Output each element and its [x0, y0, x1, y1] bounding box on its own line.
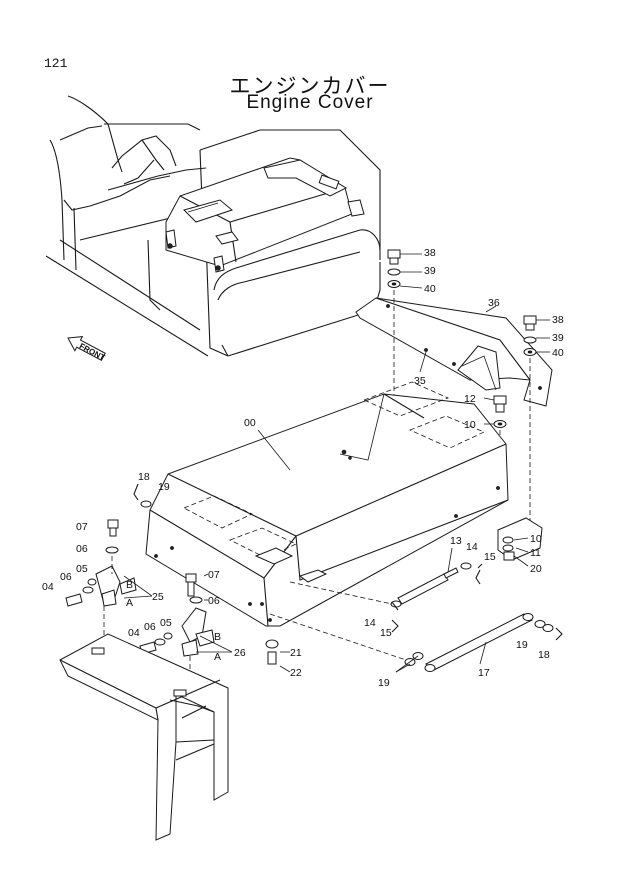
clips-18-19 — [133, 483, 563, 641]
bolt-38-washers-left — [387, 249, 401, 420]
support-frame — [59, 633, 229, 841]
page-number: 121 — [44, 56, 68, 71]
callout-19: 19 — [158, 481, 170, 493]
callout-38: 38 — [424, 247, 436, 259]
callout-18: 18 — [138, 471, 150, 483]
callout-21: 21 — [290, 647, 302, 659]
callout-15: 15 — [380, 627, 392, 639]
machine-body-drawing — [45, 95, 381, 357]
title-english: Engine Cover — [246, 92, 374, 113]
callout-06: 06 — [144, 621, 156, 633]
callout-00: 00 — [244, 417, 256, 429]
callout-A: A — [126, 597, 133, 609]
callout-06: 06 — [76, 543, 88, 555]
callout-26: 26 — [234, 647, 246, 659]
stay-rod-17 — [269, 613, 554, 672]
callout-A: A — [214, 651, 221, 663]
callout-17: 17 — [478, 667, 490, 679]
callout-20: 20 — [530, 563, 542, 575]
lock-assembly-25 — [65, 519, 137, 650]
callout-B: B — [214, 631, 221, 643]
callout-40: 40 — [424, 283, 436, 295]
callout-25: 25 — [152, 591, 164, 603]
callout-22: 22 — [290, 667, 302, 679]
gas-spring-13 — [289, 562, 472, 608]
callout-10: 10 — [464, 419, 476, 431]
callout-B: B — [126, 579, 133, 591]
callout-04: 04 — [128, 627, 140, 639]
callout-18: 18 — [538, 649, 550, 661]
callout-19: 19 — [378, 677, 390, 689]
callout-07: 07 — [76, 521, 88, 533]
callout-13: 13 — [450, 535, 462, 547]
engine-cover-00 — [145, 381, 509, 627]
title-japanese: エンジンカバー — [229, 74, 391, 98]
callout-05: 05 — [76, 563, 88, 575]
callout-39: 39 — [552, 332, 564, 344]
callout-labels: 38 39 40 36 38 39 40 35 12 10 00 18 19 0… — [42, 247, 564, 689]
callout-07: 07 — [208, 569, 220, 581]
callout-19: 19 — [516, 639, 528, 651]
callout-38: 38 — [552, 314, 564, 326]
callout-05: 05 — [160, 617, 172, 629]
leader-lines — [123, 253, 550, 673]
callout-10: 10 — [530, 533, 542, 545]
callout-04: 04 — [42, 581, 54, 593]
callout-15: 15 — [484, 551, 496, 563]
bolt-38-washers-right — [523, 315, 537, 520]
callout-14: 14 — [364, 617, 376, 629]
bracket-36 — [355, 297, 553, 407]
callout-40: 40 — [552, 347, 564, 359]
front-direction-arrow: FRONT — [67, 335, 107, 362]
callout-36: 36 — [488, 297, 500, 309]
callout-35: 35 — [414, 375, 426, 387]
callout-39: 39 — [424, 265, 436, 277]
callout-06: 06 — [208, 595, 220, 607]
callout-11: 11 — [530, 547, 541, 559]
callout-06: 06 — [60, 571, 72, 583]
callout-14: 14 — [466, 541, 478, 553]
front-arrow-label: FRONT — [78, 341, 107, 362]
callout-12: 12 — [464, 393, 476, 405]
